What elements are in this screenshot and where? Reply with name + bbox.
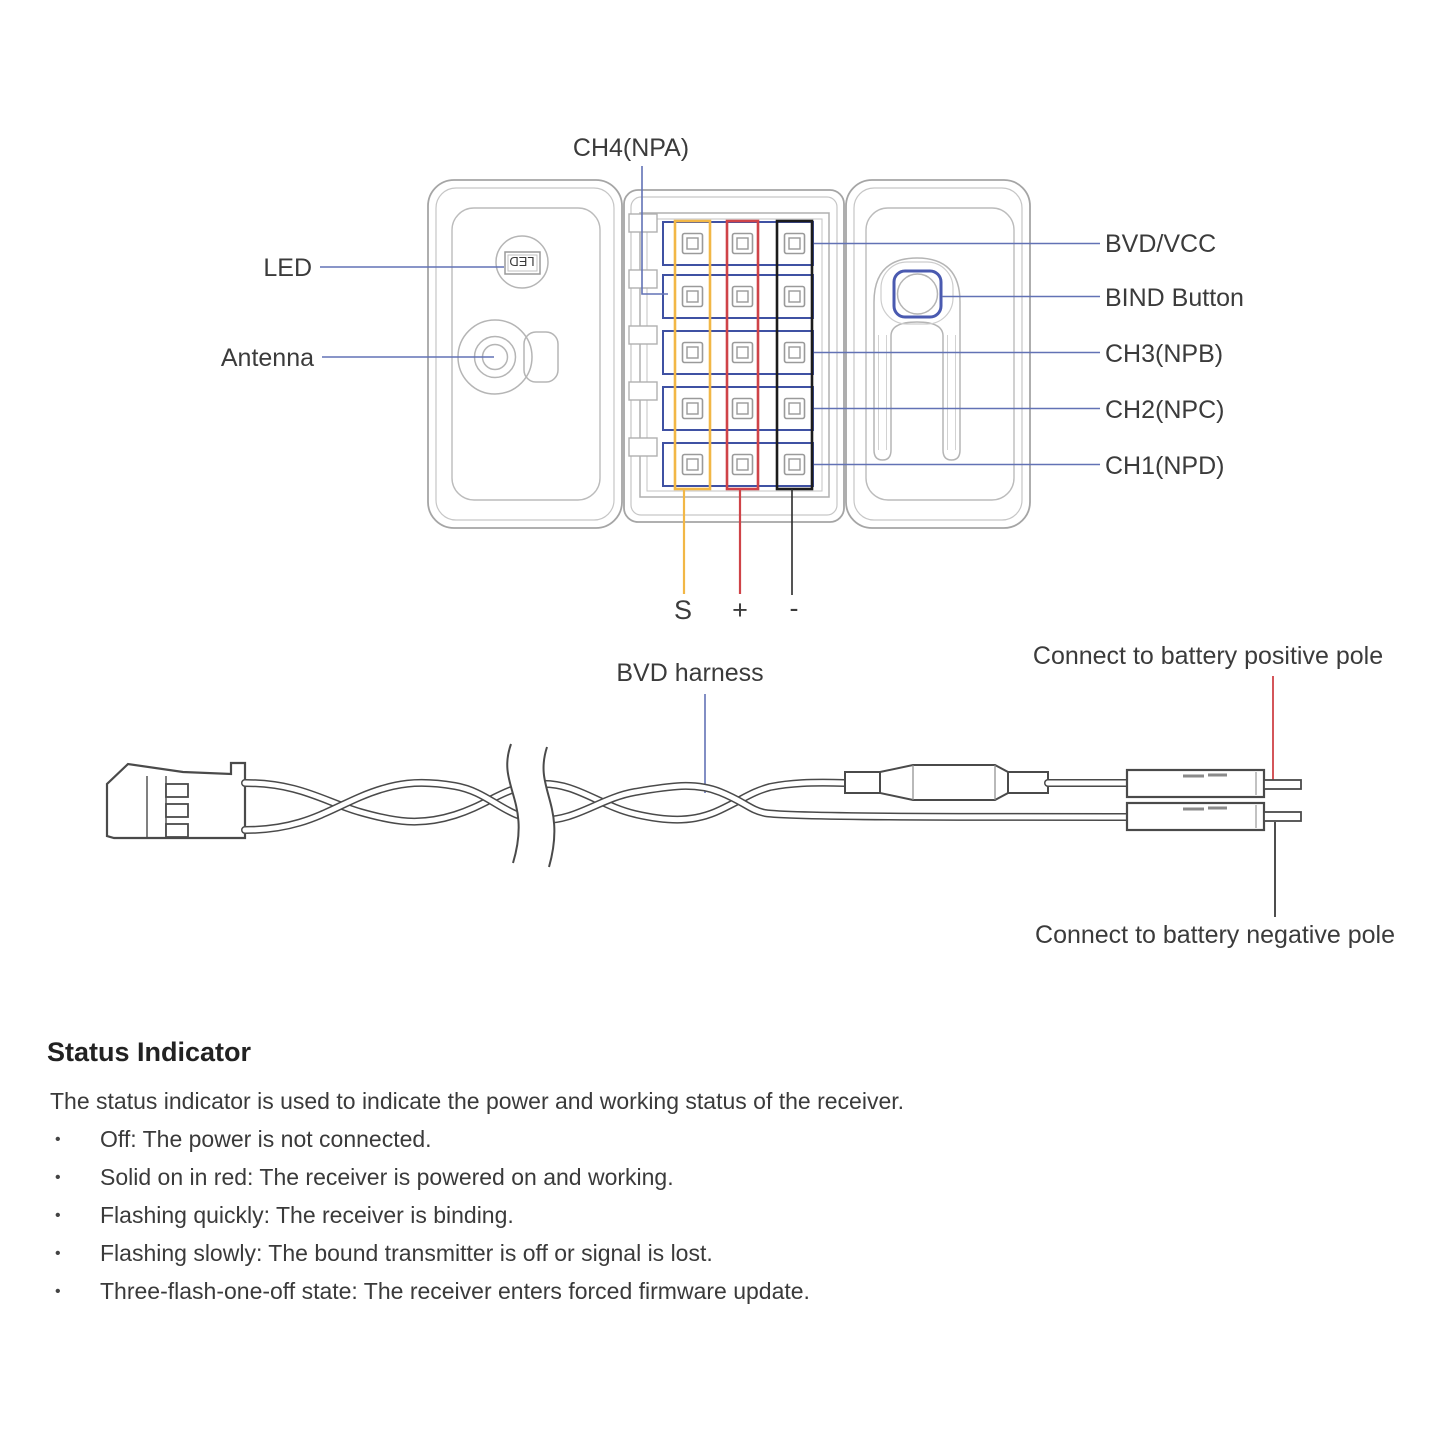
- connector-block-inner: [646, 218, 823, 492]
- bullet-dot-icon: •: [55, 1169, 61, 1186]
- harness-connector: [105, 761, 247, 840]
- status-heading: Status Indicator: [47, 1037, 252, 1067]
- status-bullet: • Three-flash-one-off state: The receiver…: [0, 1279, 1405, 1304]
- right-body-outline: [845, 179, 1031, 529]
- left-body-outline: [427, 179, 623, 529]
- status-bullet-text: Flashing quickly: The receiver is bindin…: [100, 1202, 514, 1228]
- connector-teeth: [165, 783, 189, 838]
- status-bullet: • Flashing slowly: The bound transmitter …: [0, 1241, 1405, 1266]
- bvd-harness-drawing: [105, 743, 1302, 868]
- led-label: LED: [263, 254, 312, 282]
- negative-pole-note: Connect to battery negative pole: [1035, 921, 1395, 949]
- connector-side-tabs: [628, 213, 658, 457]
- middle-body-outline: [623, 189, 845, 523]
- bind-button-label: BIND Button: [1105, 284, 1244, 312]
- signal-column-highlight: [673, 219, 712, 491]
- positive-pole-note: Connect to battery positive pole: [1033, 642, 1383, 670]
- status-bullet-list: • Off: The power is not connected. • Solid…: [0, 1127, 1405, 1304]
- left-panel: [451, 207, 601, 501]
- twisted-wire-pair: [241, 778, 1131, 834]
- positive-pin: [1263, 779, 1302, 790]
- left-body-inner-outline: [435, 187, 615, 521]
- connector-shell: [105, 761, 247, 840]
- bvd-harness-label: BVD harness: [616, 659, 763, 687]
- status-bullet: • Flashing quickly: The receiver is bindi…: [0, 1203, 1405, 1228]
- negative-bullet-connector: [1125, 801, 1302, 832]
- status-indicator-section: Status Indicator The status indicator is…: [0, 1036, 1405, 1304]
- keyhole-outline: [873, 257, 961, 461]
- positive-column-highlight: [725, 219, 760, 491]
- pin-sockets: [681, 232, 806, 476]
- led-housing-circle: [495, 235, 549, 289]
- bind-button-dome: [896, 273, 939, 315]
- receiver-diagram: LED: [105, 134, 1395, 949]
- signal-pin-label: S: [674, 595, 692, 625]
- bullet-dot-icon: •: [55, 1131, 61, 1148]
- status-bullet: • Solid on in red: The receiver is powere…: [0, 1165, 1405, 1190]
- ch4-label: CH4(NPA): [573, 134, 689, 162]
- bullet-dot-icon: •: [55, 1245, 61, 1262]
- keyhole-inner-ring: [880, 261, 954, 325]
- led-box: [504, 251, 541, 275]
- antenna-bump: [523, 331, 559, 383]
- status-bullet-text: Three-flash-one-off state: The receiver …: [100, 1278, 810, 1304]
- keyhole-inner-lines: [878, 335, 956, 450]
- ch4-leader-line: [641, 166, 668, 295]
- fuse-neck-left: [844, 771, 881, 794]
- ch3-label: CH3(NPB): [1105, 340, 1223, 368]
- status-bullet: • Off: The power is not connected.: [0, 1127, 1405, 1152]
- led-box-inner: [507, 254, 538, 272]
- bind-button-area: [873, 257, 961, 461]
- diagram-labels: CH4(NPA) LED Antenna BVD/VCC BIND Button…: [221, 134, 1395, 949]
- wire-break-mark: [506, 743, 556, 868]
- bullet-dot-icon: •: [55, 1207, 61, 1224]
- negative-column-highlight: [775, 219, 814, 491]
- positive-pin-label: +: [732, 595, 748, 625]
- fuse-body: [879, 764, 1009, 801]
- status-bullet-text: Off: The power is not connected.: [100, 1126, 432, 1152]
- positive-bullet-connector: [1125, 768, 1302, 799]
- led-indicator: LED: [495, 235, 549, 289]
- bvd-vcc-label: BVD/VCC: [1105, 230, 1216, 258]
- leader-lines: [320, 166, 1276, 917]
- inline-fuse: [844, 764, 1049, 801]
- bullet-dot-icon: •: [55, 1283, 61, 1300]
- status-bullet-text: Flashing slowly: The bound transmitter i…: [100, 1240, 713, 1266]
- led-marking-text: LED: [509, 254, 534, 269]
- ch2-label: CH2(NPC): [1105, 396, 1224, 424]
- right-body-inner-outline: [853, 187, 1023, 521]
- antenna-label: Antenna: [221, 344, 314, 372]
- pin-grid: [662, 219, 814, 491]
- right-panel: [865, 207, 1015, 501]
- fuse-neck-right: [1007, 771, 1049, 794]
- middle-body-inner-outline: [630, 196, 838, 516]
- status-intro: The status indicator is used to indicate…: [50, 1088, 905, 1114]
- negative-pin: [1263, 811, 1302, 822]
- receiver-body: [427, 179, 1031, 529]
- negative-pin-label: -: [790, 593, 799, 623]
- ch1-label: CH1(NPD): [1105, 452, 1224, 480]
- connector-block: [639, 212, 830, 498]
- status-bullet-text: Solid on in red: The receiver is powered…: [100, 1164, 674, 1190]
- bind-button: [892, 269, 943, 319]
